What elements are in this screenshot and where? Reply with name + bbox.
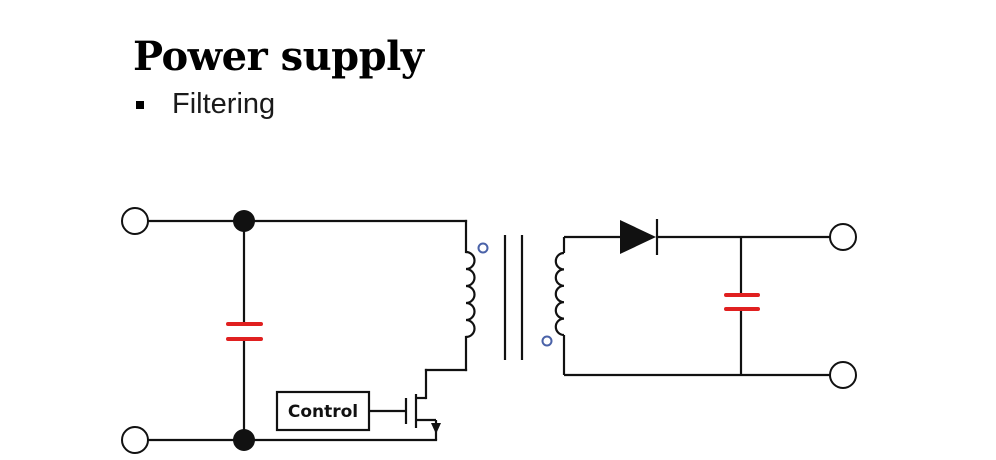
source-arrow-icon [431,423,441,434]
primary-winding-icon [465,250,476,339]
junction-dot-bottom-icon [233,429,255,451]
output-terminal-bottom-icon [829,361,857,389]
mosfet-switch-icon [404,394,438,440]
output-terminal-top-icon [829,223,857,251]
input-terminal-top-icon [121,207,149,235]
square-bullet-icon [136,101,144,109]
control-block-label: Control [288,402,358,422]
junction-dot-top-icon [233,210,255,232]
bullet-item: Filtering [136,86,275,122]
secondary-winding-icon [554,251,565,337]
primary-polarity-dot-icon [477,242,489,254]
output-capacitor-icon [724,293,760,311]
slide-title: Power supply [133,33,424,80]
bullet-text: Filtering [172,87,276,120]
secondary-polarity-dot-icon [541,335,553,347]
secondary-side [562,235,830,377]
control-block [275,390,371,432]
primary-side [147,219,468,442]
input-capacitor-icon [226,322,263,341]
input-terminal-bottom-icon [121,426,149,454]
diode-icon [620,219,659,255]
